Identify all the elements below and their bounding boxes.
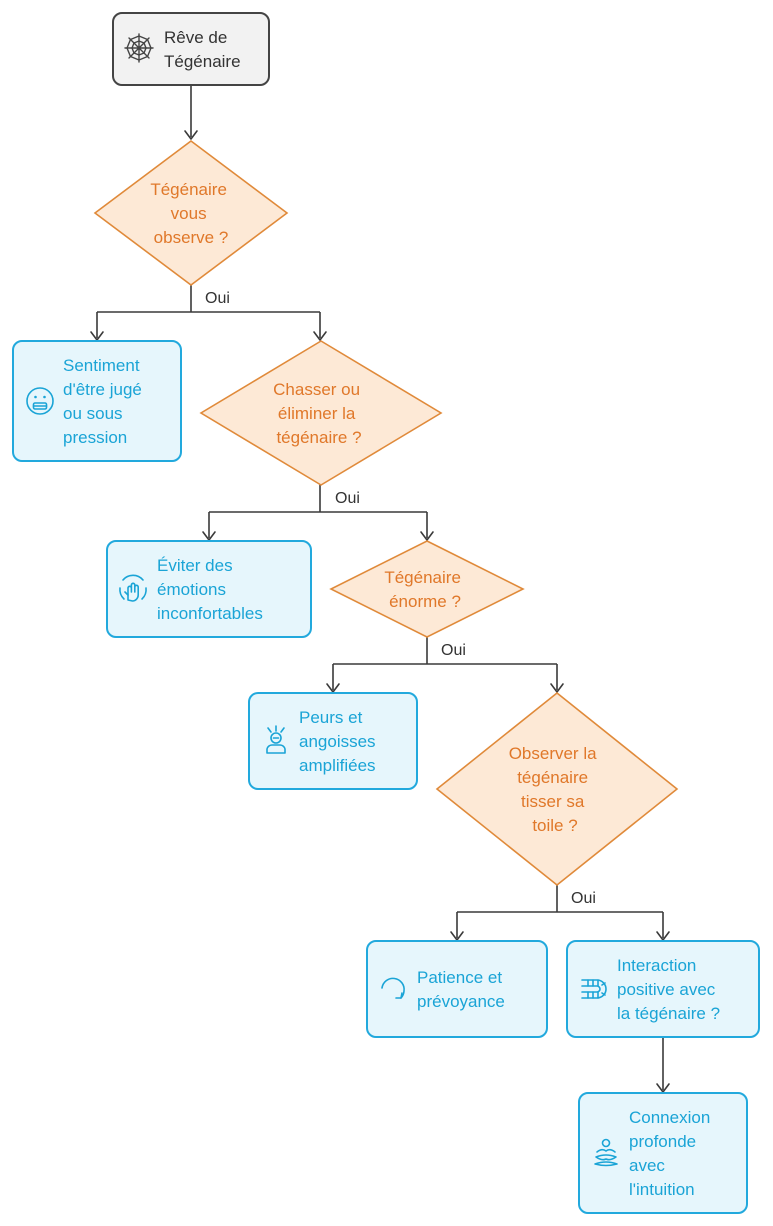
decision-watch-weaving: Observer la tégénaire tisser sa toile ?: [435, 691, 679, 887]
grimace-face-icon: [26, 387, 54, 415]
spider-web-icon: [124, 33, 154, 63]
meditation-icon: [594, 1138, 618, 1167]
decision-huge-spider-label: Tégénaire énorme ?: [384, 568, 465, 611]
outcome-positive-interaction-label: Interaction positive avec la tégénaire ?: [617, 956, 720, 1023]
decision-chase-eliminate-label: Chasser ou éliminer la tégénaire ?: [273, 380, 365, 447]
decision-chase-eliminate: Chasser ou éliminer la tégénaire ?: [199, 340, 443, 486]
edge-label-oui-4: Oui: [571, 890, 596, 907]
outcome-fears-amplified: Peurs et angoisses amplifiées: [248, 692, 418, 790]
start-label: Rêve de Tégénaire: [164, 28, 241, 71]
edge-label-oui-1: Oui: [205, 290, 230, 307]
outcome-deep-connection: Connexion profonde avec l'intuition: [578, 1092, 748, 1214]
hand-stop-icon: [119, 574, 147, 602]
outcome-avoid-emotions: Éviter des émotions inconfortables: [106, 540, 312, 638]
circular-arrow-icon: [381, 977, 405, 999]
outcome-avoid-emotions-label: Éviter des émotions inconfortables: [157, 556, 263, 623]
edge-label-oui-2: Oui: [335, 490, 360, 507]
decision-spider-watching-label: Tégénaire vous observe ?: [150, 180, 231, 247]
anxious-person-icon: [266, 725, 286, 754]
outcome-patience: Patience et prévoyance: [366, 940, 548, 1038]
decision-watch-weaving-label: Observer la tégénaire tisser sa toile ?: [509, 744, 602, 835]
decision-huge-spider: Tégénaire énorme ?: [329, 540, 525, 638]
outcome-patience-label: Patience et prévoyance: [417, 968, 507, 1011]
edge-label-oui-3: Oui: [441, 642, 466, 659]
start-node: Rêve de Tégénaire: [112, 12, 270, 86]
decision-spider-watching: Tégénaire vous observe ?: [93, 140, 289, 286]
outcome-fears-amplified-label: Peurs et angoisses amplifiées: [299, 708, 380, 775]
outcome-judged-pressure: Sentiment d'être jugé ou sous pression: [12, 340, 182, 462]
outcome-deep-connection-label: Connexion profonde avec l'intuition: [629, 1108, 715, 1199]
magnet-icon: [581, 979, 607, 999]
outcome-judged-pressure-label: Sentiment d'être jugé ou sous pression: [63, 356, 147, 447]
outcome-positive-interaction: Interaction positive avec la tégénaire ?: [566, 940, 760, 1038]
